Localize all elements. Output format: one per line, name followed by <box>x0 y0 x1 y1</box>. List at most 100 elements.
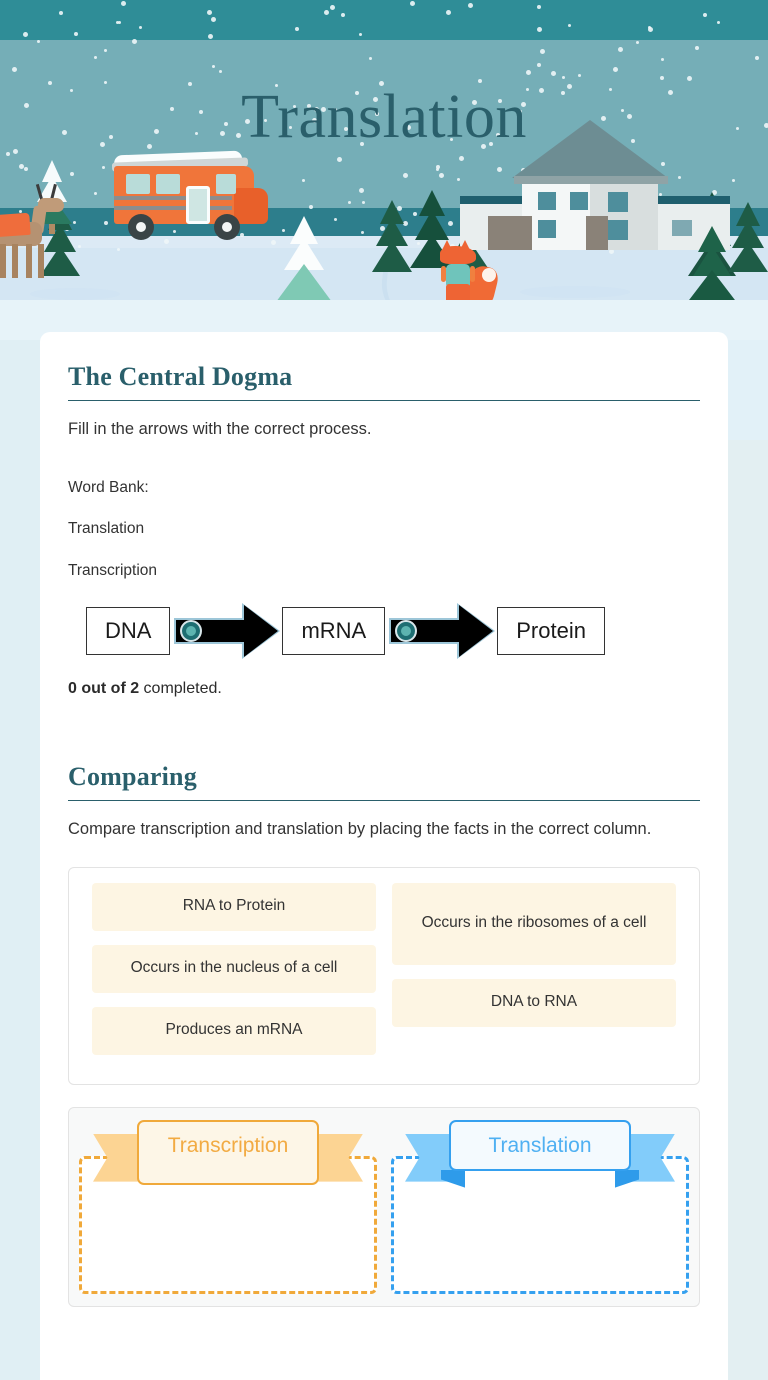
snowflake-icon <box>678 176 681 179</box>
page-background-left-band <box>0 330 40 1380</box>
fact-tile[interactable]: RNA to Protein <box>92 882 376 931</box>
snowflake-icon <box>170 107 174 111</box>
snowflake-icon <box>62 130 67 135</box>
snowflake-icon <box>147 144 152 149</box>
snowflake-icon <box>578 74 581 77</box>
section-divider <box>68 800 700 802</box>
word-bank-label: Word Bank: <box>68 478 149 496</box>
drop-area-translation[interactable] <box>391 1155 689 1294</box>
snowflake-icon <box>687 76 692 81</box>
snowflake-icon <box>220 131 225 136</box>
drop-zone-translation[interactable]: Translation <box>391 1118 689 1296</box>
snowflake-icon <box>359 188 364 193</box>
snowflake-icon <box>489 142 493 146</box>
snowflake-icon <box>450 138 453 141</box>
snowflake-icon <box>282 229 285 232</box>
snowflake-icon <box>659 193 662 196</box>
snowflake-icon <box>104 81 107 84</box>
snowflake-icon <box>359 33 362 36</box>
snowflake-icon <box>755 56 759 60</box>
snowflake-icon <box>224 122 228 126</box>
comparing-description: Compare transcription and translation by… <box>68 820 652 839</box>
snowflake-icon <box>341 13 345 17</box>
worksheet-card: The Central Dogma Fill in the arrows wit… <box>40 332 728 1380</box>
progress-status: 0 out of 2 completed. <box>68 680 700 698</box>
snowflake-icon <box>618 47 623 52</box>
snowflake-icon <box>104 221 108 225</box>
snowflake-icon <box>609 249 614 254</box>
snowflake-icon <box>403 173 408 178</box>
flow-term-dna: DNA <box>86 606 171 656</box>
snowflake-icon <box>609 88 612 91</box>
snowflake-icon <box>104 49 107 52</box>
snowflake-icon <box>236 133 241 138</box>
snowflake-icon <box>12 67 17 72</box>
snowflake-icon <box>73 221 76 224</box>
progress-suffix: completed. <box>139 680 222 698</box>
snowflake-icon <box>344 127 348 131</box>
pine-tree-icon <box>728 202 768 272</box>
pine-tree-icon <box>372 200 412 272</box>
snowflake-icon <box>337 157 342 162</box>
drop-zone-transcription[interactable]: Transcription <box>79 1118 377 1296</box>
snow-drift-icon <box>30 288 120 300</box>
snowflake-icon <box>668 90 673 95</box>
snowflake-icon <box>13 149 18 154</box>
house-icon <box>460 120 730 250</box>
reindeer-icon <box>0 183 66 282</box>
snowflake-icon <box>207 10 212 15</box>
flow-term-mrna: mRNA <box>282 606 386 656</box>
bus-icon <box>110 148 270 244</box>
snowflake-icon <box>70 172 74 176</box>
snowflake-icon <box>289 126 292 129</box>
flow-term-protein: Protein <box>497 606 605 656</box>
drop-target-circle-icon[interactable] <box>180 620 203 643</box>
snowflake-icon <box>208 34 213 39</box>
flow-arrow-1 <box>172 603 281 660</box>
snowflake-icon <box>526 88 529 91</box>
snowflake-icon <box>164 239 169 244</box>
snowflake-icon <box>539 88 544 93</box>
central-dogma-flow-diagram: DNA mRNA Protein <box>86 603 700 660</box>
snowflake-icon <box>173 230 176 233</box>
snowflake-icon <box>648 26 651 29</box>
fact-tile[interactable]: Occurs in the ribosomes of a cell <box>392 882 676 965</box>
snowflake-icon <box>154 129 159 134</box>
pine-tree-icon <box>686 226 738 314</box>
snowflake-icon <box>195 132 198 135</box>
snowflake-icon <box>109 135 113 139</box>
page-background-right-band <box>728 440 768 1380</box>
snowflake-icon <box>118 21 121 24</box>
snowflake-icon <box>764 123 768 128</box>
snowflake-icon <box>406 125 411 130</box>
word-bank-item-transcription[interactable]: Transcription <box>68 561 158 579</box>
snowflake-icon <box>271 240 276 245</box>
snowflake-icon <box>37 40 40 43</box>
fact-tile[interactable]: DNA to RNA <box>392 978 676 1027</box>
snowflake-icon <box>74 32 78 36</box>
fact-tile[interactable]: Occurs in the nucleus of a cell <box>92 944 376 993</box>
snowflake-icon <box>295 27 299 31</box>
snowflake-icon <box>240 233 244 237</box>
snowflake-icon <box>132 39 137 44</box>
snowflake-icon <box>324 10 329 15</box>
snowy-pine-tree-icon <box>276 216 332 312</box>
snowflake-icon <box>526 70 531 75</box>
fact-tile[interactable]: Produces an mRNA <box>92 1006 376 1055</box>
drop-target-circle-icon[interactable] <box>395 620 418 643</box>
snowflake-icon <box>468 3 473 8</box>
snowflake-icon <box>717 21 720 24</box>
snow-drift-icon <box>520 286 630 298</box>
snowflake-icon <box>139 26 142 29</box>
snowflake-icon <box>601 116 606 121</box>
snowflake-icon <box>551 71 556 76</box>
word-bank-item-translation[interactable]: Translation <box>68 520 145 538</box>
snowflake-icon <box>736 127 739 130</box>
snowflake-icon <box>537 27 542 32</box>
snowflake-icon <box>264 119 267 122</box>
snowflake-icon <box>19 210 22 213</box>
section-central-dogma: The Central Dogma Fill in the arrows wit… <box>68 332 700 698</box>
snowflake-icon <box>94 56 97 59</box>
snowflake-icon <box>472 100 477 105</box>
fact-tiles-bank: RNA to Protein Occurs in the nucleus of … <box>68 866 700 1085</box>
